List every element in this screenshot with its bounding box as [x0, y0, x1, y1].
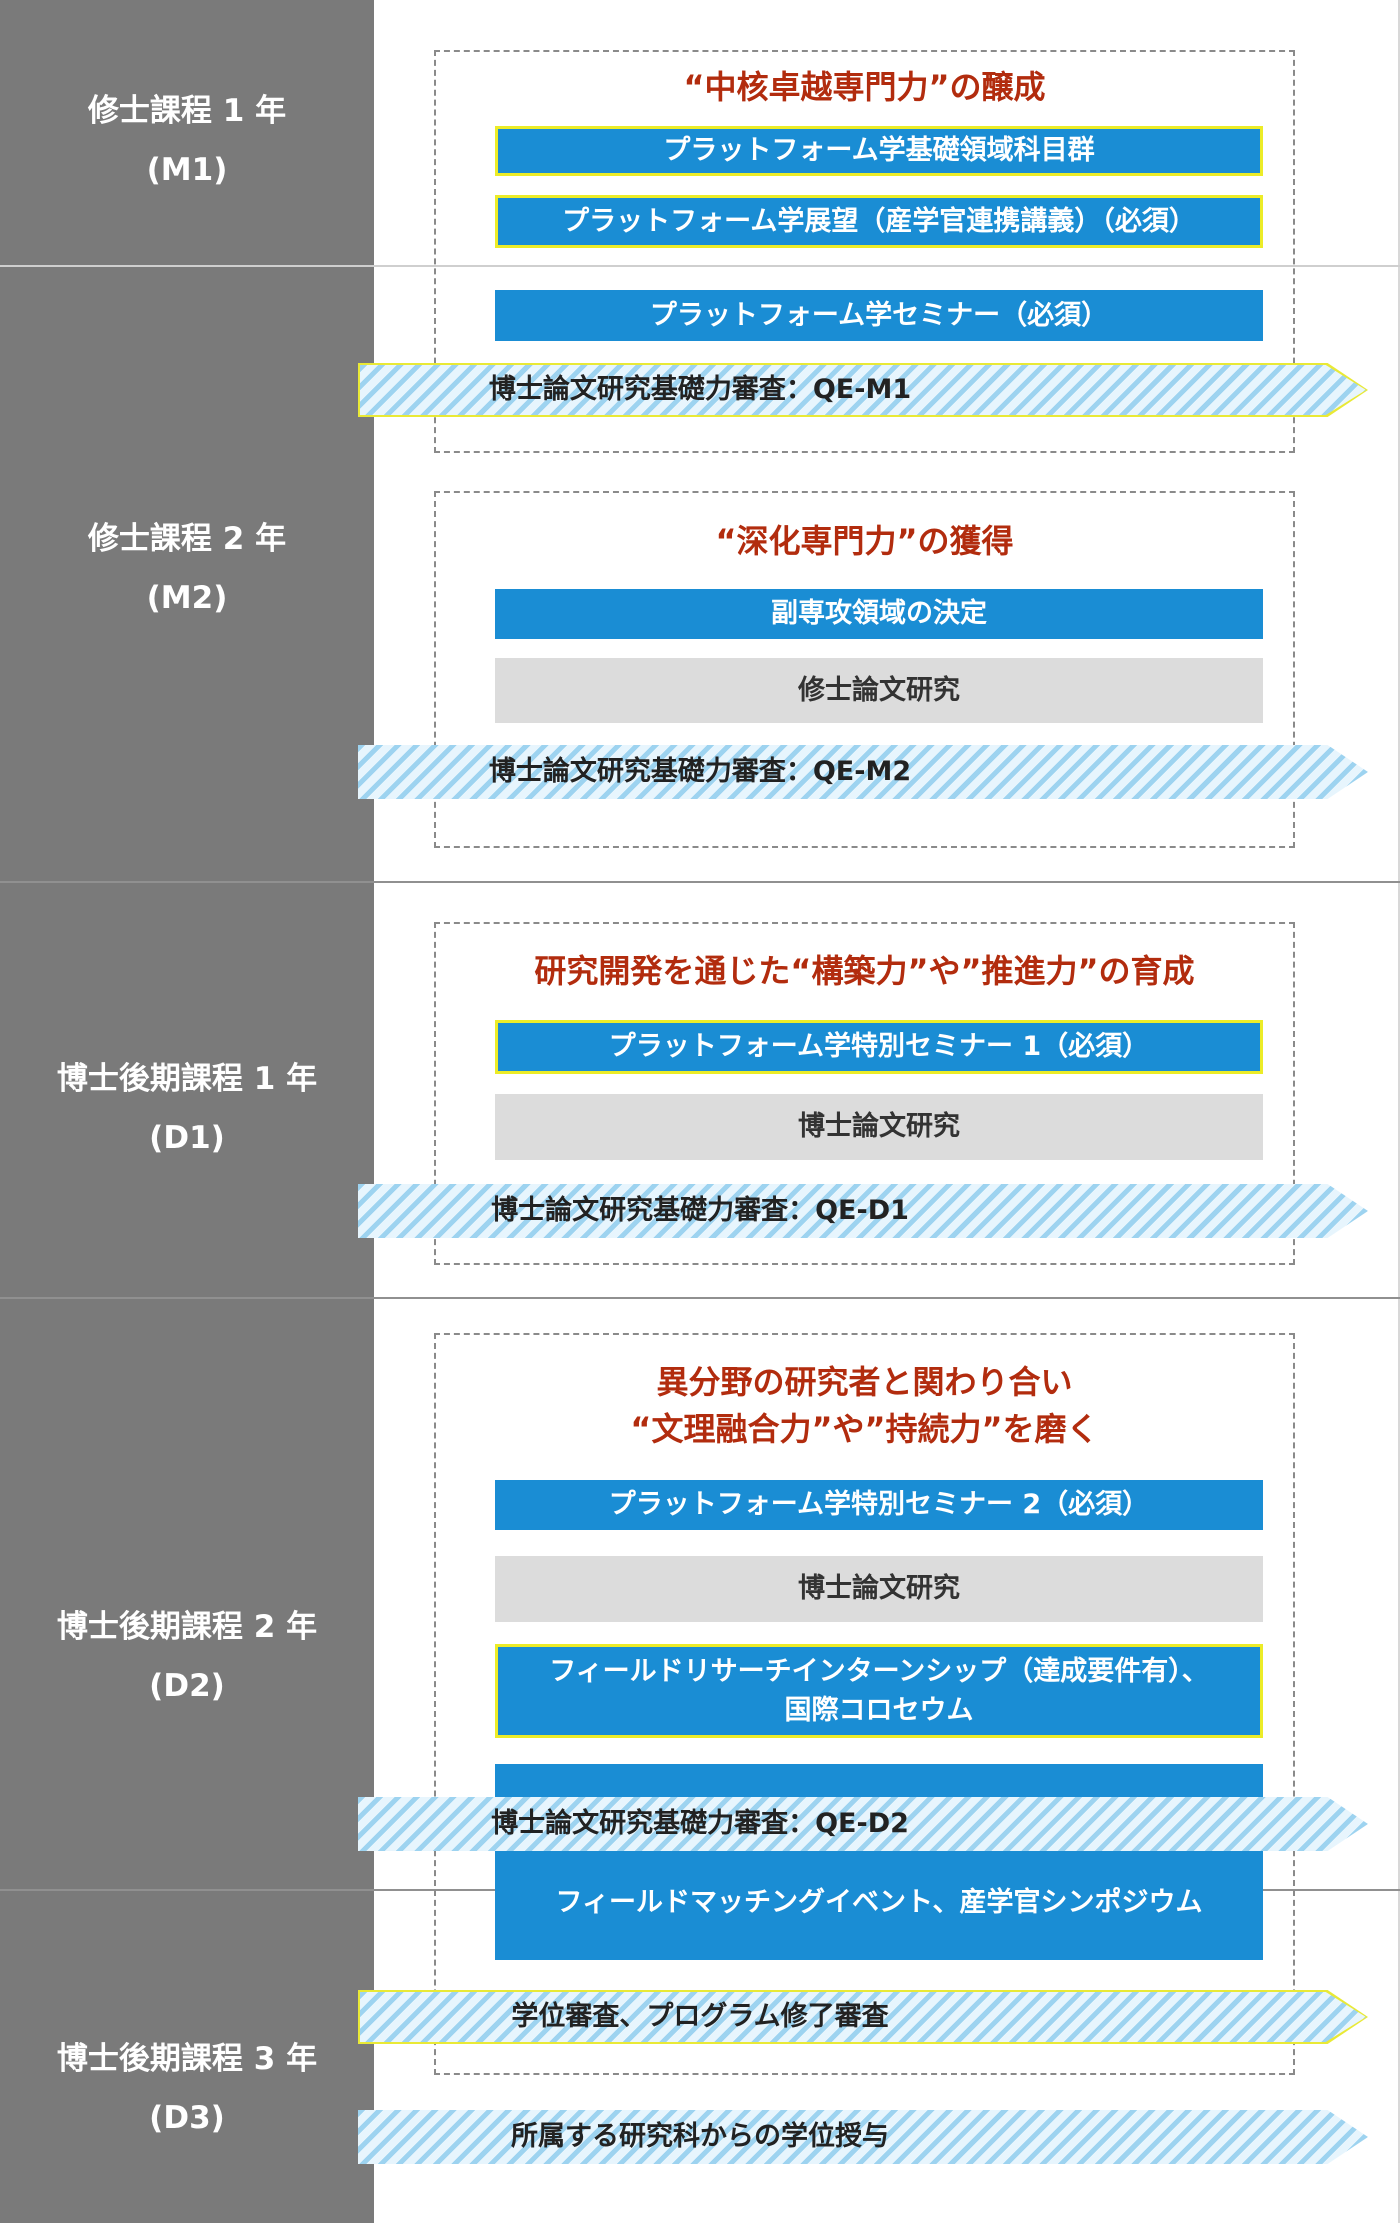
course-box-line: 国際コロセウム — [784, 1695, 974, 1726]
course-box: プラットフォーム学特別セミナー 1（必須） — [495, 1020, 1263, 1074]
course-box: プラットフォーム学セミナー（必須） — [495, 290, 1263, 341]
year-name: 修士課程 2 年 — [87, 521, 287, 557]
divider-d1-d2 — [0, 1297, 1400, 1299]
research-box: 修士論文研究 — [495, 658, 1263, 723]
review-arrow-degree — [358, 1990, 1368, 2044]
course-box: プラットフォーム学基礎領域科目群 — [495, 126, 1263, 176]
arrow-fill — [360, 365, 1366, 415]
research-box: 博士論文研究 — [495, 1556, 1263, 1622]
arrow-label: 博士論文研究基礎力審査：QE-D2 — [491, 1808, 909, 1839]
section-box-4 — [434, 1333, 1295, 2075]
year-code: (D3) — [149, 2099, 225, 2136]
year-name: 修士課程 1 年 — [87, 93, 287, 129]
arrow-label: 博士論文研究基礎力審査：QE-M2 — [488, 756, 912, 787]
divider-m2-d1 — [0, 881, 1400, 883]
year-label-d2: 博士後期課程 2 年 (D2) — [0, 1598, 374, 1716]
year-column — [0, 0, 374, 2223]
year-name: 博士後期課程 2 年 — [56, 1609, 318, 1645]
review-arrow-qe-d1 — [358, 1184, 1368, 1238]
review-arrow-qe-m2 — [358, 745, 1368, 799]
year-label-d3: 博士後期課程 3 年 (D3) — [0, 2030, 374, 2148]
course-box: プラットフォーム学展望（産学官連携講義）（必須） — [495, 195, 1263, 248]
review-arrow-award — [358, 2110, 1368, 2164]
section-heading: 異分野の研究者と関わり合い — [656, 1363, 1073, 1401]
course-box: プラットフォーム学特別セミナー 2（必須） — [495, 1480, 1263, 1530]
section-heading: “文理融合力”や”持続力”を磨く — [630, 1410, 1099, 1448]
year-code: (M2) — [146, 579, 228, 616]
year-label-m2: 修士課程 2 年 (M2) — [0, 510, 374, 628]
research-box: 博士論文研究 — [495, 1094, 1263, 1160]
section-heading: “中核卓越専門力”の醸成 — [683, 68, 1046, 106]
course-box: 副専攻領域の決定 — [495, 589, 1263, 639]
arrow-fill — [360, 1992, 1366, 2042]
section-box-2 — [434, 491, 1295, 848]
section-box-3 — [434, 922, 1295, 1265]
right-border — [1398, 0, 1400, 2223]
review-arrow-qe-d2 — [358, 1797, 1368, 1851]
year-name: 博士後期課程 1 年 — [56, 1061, 318, 1097]
divider-m1-m2 — [0, 265, 1400, 267]
section-box-1 — [434, 50, 1295, 453]
arrow-label: 博士論文研究基礎力審査：QE-D1 — [491, 1195, 909, 1226]
section-heading: “深化専門力”の獲得 — [715, 522, 1014, 560]
course-box: フィールドリサーチインターンシップ（達成要件有）、 国際コロセウム — [495, 1644, 1263, 1738]
review-arrow-qe-m1 — [358, 363, 1368, 417]
year-label-d1: 博士後期課程 1 年 (D1) — [0, 1050, 374, 1168]
section-heading: 研究開発を通じた“構築力”や”推進力”の育成 — [534, 952, 1195, 990]
arrow-label: 学位審査、プログラム修了審査 — [511, 2001, 889, 2032]
arrow-label: 所属する研究科からの学位授与 — [511, 2121, 889, 2152]
year-label-m1: 修士課程 1 年 (M1) — [0, 82, 374, 200]
year-code: (D2) — [149, 1667, 225, 1704]
course-box: フィールドマッチングイベント、産学官シンポジウム — [495, 1764, 1263, 1960]
year-code: (M1) — [146, 151, 228, 188]
arrow-label: 博士論文研究基礎力審査：QE-M1 — [488, 374, 912, 405]
year-code: (D1) — [149, 1119, 225, 1156]
year-name: 博士後期課程 3 年 — [56, 2041, 318, 2077]
course-box-line: フィールドリサーチインターンシップ（達成要件有）、 — [549, 1655, 1209, 1687]
